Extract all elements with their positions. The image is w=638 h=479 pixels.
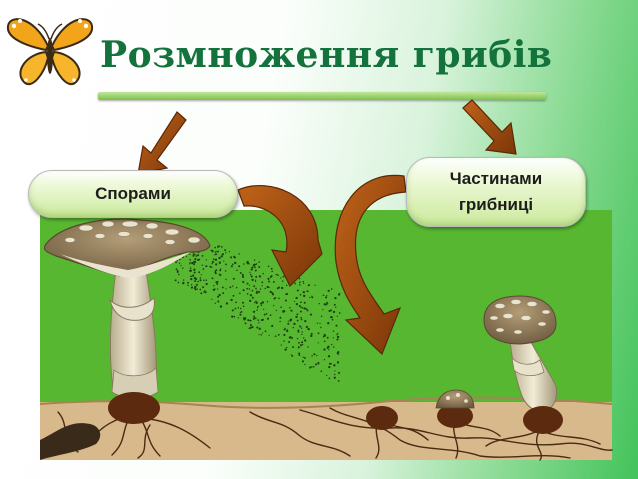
young-mushroom bbox=[483, 295, 563, 434]
butterfly-icon bbox=[6, 18, 94, 85]
mycelium-label-line1: Частинами bbox=[449, 169, 543, 188]
arrow-spore-dispersal bbox=[237, 185, 323, 288]
spores-label-pill: Спорами bbox=[28, 170, 238, 218]
title-underline bbox=[98, 92, 546, 100]
mycelium-label-pill: Частинами грибниці bbox=[406, 157, 586, 227]
arrow-to-mycelium bbox=[462, 99, 517, 155]
mycelium-label-line2: грибниці bbox=[458, 195, 534, 214]
tree-root-shadow bbox=[40, 423, 101, 460]
arrow-to-spores bbox=[137, 111, 187, 175]
arrow-mycelium-growth bbox=[334, 174, 407, 356]
large-mushroom bbox=[43, 218, 211, 424]
slide-title: Розмноження грибів bbox=[100, 34, 553, 76]
mycelium-threads bbox=[41, 407, 613, 461]
spore-cloud bbox=[174, 232, 341, 382]
mushroom-bud-medium bbox=[435, 389, 475, 428]
mushroom-bud-small bbox=[366, 406, 398, 430]
spores-label: Спорами bbox=[95, 184, 171, 203]
